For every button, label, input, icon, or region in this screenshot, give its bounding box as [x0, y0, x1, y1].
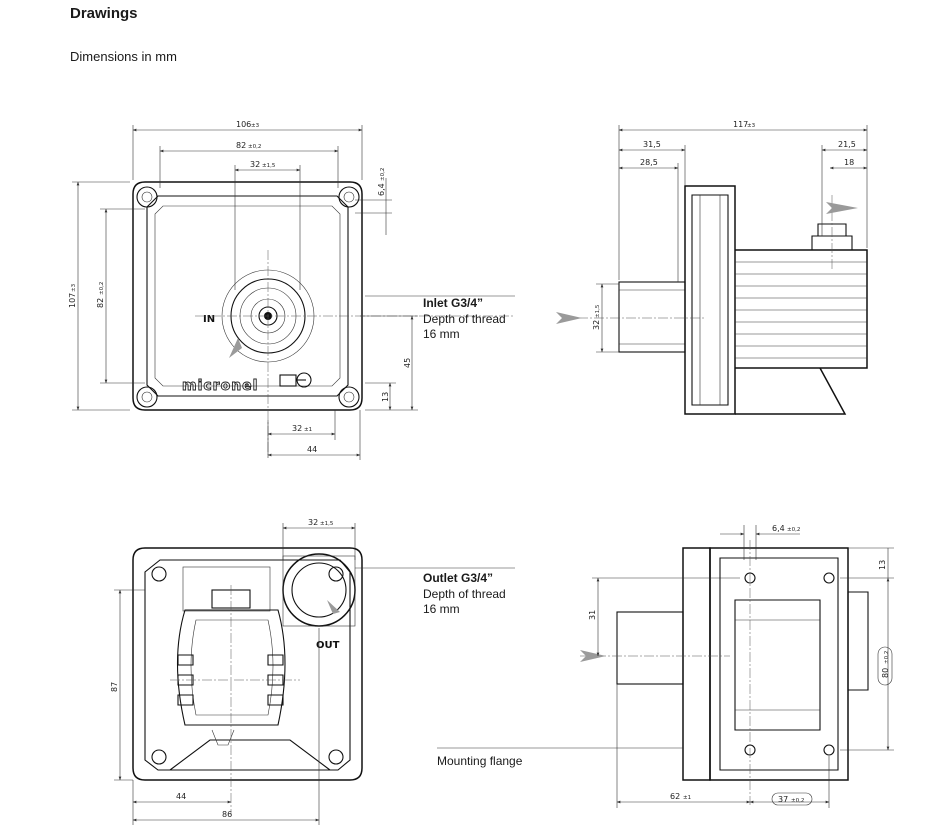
dim-overall-height-tol: ±3	[71, 283, 77, 292]
motor-housing	[177, 589, 286, 726]
dim-bottom-offset: 44	[176, 792, 186, 801]
dim-rear-length-tol: ±1	[683, 795, 691, 801]
dim-outlet-dia: 32	[308, 518, 318, 527]
dim-inlet-dia-tol: ±1,5	[262, 163, 276, 169]
dim-overall-length: 117	[733, 120, 748, 129]
inlet-arrow-icon	[229, 338, 242, 358]
dim-inlet-dia: 32	[250, 160, 260, 169]
dim-outlet-inner: 18	[844, 158, 854, 167]
front-view: IN micronel 106 ±3 82 ±0,2 32 ±1,5 6,4 ±…	[68, 120, 515, 460]
rear-inlet-arrow-icon	[580, 650, 606, 662]
dim-inlet-height: 45	[403, 358, 412, 368]
dim-flange-hole-spacing-tol: ±0,2	[884, 651, 890, 664]
dim-side-inlet-dia-tol: ±1,5	[595, 304, 601, 318]
dim-inlet-offset-tol: ±1	[304, 427, 312, 433]
dim-hole-spacing-v: 82	[96, 298, 105, 308]
dim-outlet-dia-tol: ±1,5	[320, 521, 334, 527]
dim-flange-hole-dia-tol: ±0,2	[787, 527, 800, 533]
side-outlet-arrow-icon	[826, 202, 858, 214]
mounting-hole-tl	[136, 186, 158, 208]
outlet-callout-title: Outlet G3/4”	[423, 571, 493, 585]
mounting-hole-tr	[338, 186, 360, 208]
dim-top-offset: 13	[878, 560, 887, 570]
inlet-callout-line2: 16 mm	[423, 327, 460, 341]
dim-hole-spacing: 82	[236, 141, 246, 150]
brand-logo: micronel	[182, 378, 258, 394]
dim-overall-width: 106	[236, 120, 251, 129]
mounting-hole-br	[338, 386, 360, 408]
bottom-view: OUT 32 ±1,5 87 44 86 Outlet G3/4” Depth …	[110, 518, 515, 825]
flange-hole-4	[823, 744, 835, 756]
dim-hole-spacing-tol: ±0,2	[248, 144, 261, 150]
dim-outlet-offset: 21,5	[838, 140, 856, 149]
inlet-port-label: IN	[203, 314, 215, 325]
dim-bottom-height: 87	[110, 682, 119, 692]
dim-hole-offset: 6,4	[377, 183, 386, 196]
dim-bottom-width: 86	[222, 810, 232, 819]
side-view: 117 ±3 31,5 28,5 21,5 18 32 ±1,5	[556, 120, 868, 415]
outlet-arrow-icon	[327, 600, 340, 614]
dim-inlet-offset: 32	[292, 424, 302, 433]
dim-inlet-to-side: 44	[307, 445, 317, 454]
cooling-fins	[735, 261, 867, 359]
key-icon	[279, 372, 312, 388]
dim-overall-height: 107	[68, 293, 77, 308]
dim-inlet-depth: 28,5	[640, 158, 658, 167]
flange-hole-2	[823, 572, 835, 584]
rear-view: 6,4 ±0,2 13 31 80 ±0,2 62 ±1 37 ±0,2 Mou…	[437, 524, 894, 808]
mounting-flange-callout: Mounting flange	[437, 754, 523, 768]
dim-rear-inlet-height: 31	[588, 610, 597, 620]
mounting-hole-bl	[136, 386, 158, 408]
dim-flange-front: 31,5	[643, 140, 661, 149]
inlet-callout-line1: Depth of thread	[423, 312, 506, 326]
dimensions-note: Dimensions in mm	[70, 49, 177, 64]
side-inlet-arrow-icon	[556, 312, 582, 324]
dim-rear-length: 62	[670, 792, 680, 801]
dim-base-height: 13	[381, 392, 390, 402]
outlet-callout-line1: Depth of thread	[423, 587, 506, 601]
dim-flange-spacing-tol: ±0,2	[791, 798, 804, 804]
dim-hole-spacing-v-tol: ±0,2	[99, 282, 105, 295]
dim-hole-offset-tol: ±0,2	[380, 168, 386, 181]
inlet-callout-title: Inlet G3/4”	[423, 296, 483, 310]
dim-flange-hole-dia: 6,4	[772, 524, 785, 533]
outlet-callout-line2: 16 mm	[423, 602, 460, 616]
outlet-port-label: OUT	[316, 640, 340, 651]
page-heading: Drawings	[70, 5, 138, 22]
outlet-port	[282, 553, 356, 627]
dim-flange-hole-spacing: 80	[881, 668, 890, 678]
dim-flange-spacing: 37	[778, 795, 788, 804]
dim-overall-width-tol: ±3	[251, 123, 260, 129]
dim-side-inlet-dia: 32	[592, 320, 601, 330]
dim-overall-length-tol: ±3	[747, 123, 756, 129]
